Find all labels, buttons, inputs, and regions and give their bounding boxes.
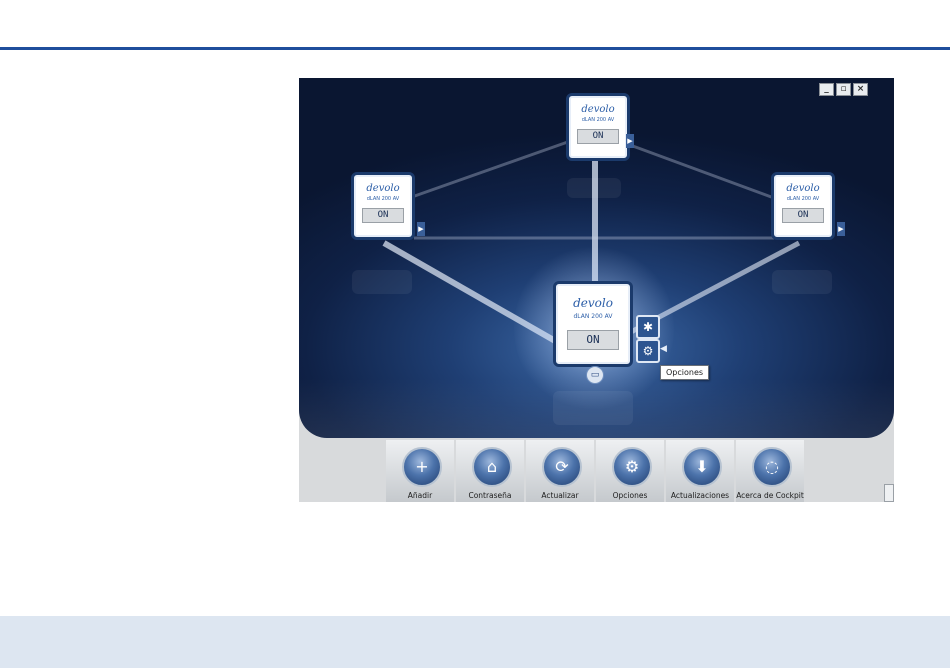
options-button[interactable]: ⚙ Opciones bbox=[596, 440, 664, 502]
refresh-button[interactable]: ⟳ Actualizar bbox=[526, 440, 594, 502]
device-center-selected[interactable]: devolo dLAN 200 AV ON bbox=[553, 281, 633, 367]
reflection-left bbox=[352, 270, 412, 294]
password-label: Contraseña bbox=[456, 491, 524, 500]
expand-arrow-icon[interactable]: ▶ bbox=[417, 222, 425, 236]
refresh-label: Actualizar bbox=[526, 491, 594, 500]
header-rule bbox=[0, 47, 950, 50]
download-arrow-icon: ⬇ bbox=[682, 447, 722, 487]
device-top[interactable]: devolo dLAN 200 AV ON bbox=[566, 93, 630, 161]
updates-label: Actualizaciones bbox=[666, 491, 734, 500]
devolo-logo: devolo bbox=[569, 104, 627, 115]
device-status: ON bbox=[362, 208, 404, 223]
updates-button[interactable]: ⬇ Actualizaciones bbox=[666, 440, 734, 502]
reflection-center bbox=[553, 391, 633, 425]
pointer-arrow-icon: ◀ bbox=[660, 344, 667, 354]
add-button[interactable]: + Añadir bbox=[386, 440, 454, 502]
device-model: dLAN 200 AV bbox=[774, 196, 832, 202]
laptop-icon[interactable]: ▭ bbox=[586, 366, 604, 384]
cockpit-window: _ ▫ × devolo dLAN 200 AV ON ▶ devolo dLA… bbox=[299, 78, 894, 502]
about-label: Acerca de Cockpit bbox=[736, 491, 804, 500]
bottom-toolbar: + Añadir ⌂ Contraseña ⟳ Actualizar ⚙ Opc… bbox=[386, 440, 806, 502]
reflection-right bbox=[772, 270, 832, 294]
speech-bubble-icon: ◌ bbox=[752, 447, 792, 487]
device-model: dLAN 200 AV bbox=[556, 313, 630, 320]
device-status: ON bbox=[782, 208, 824, 223]
device-model: dLAN 200 AV bbox=[569, 117, 627, 123]
expand-arrow-icon[interactable]: ▶ bbox=[626, 134, 634, 148]
options-gear-icon[interactable]: ⚙ bbox=[636, 339, 660, 363]
refresh-icon: ⟳ bbox=[542, 447, 582, 487]
devolo-logo: devolo bbox=[354, 183, 412, 194]
footer-band bbox=[0, 616, 950, 668]
device-right[interactable]: devolo dLAN 200 AV ON bbox=[771, 172, 835, 240]
device-status: ON bbox=[577, 129, 619, 144]
expand-arrow-icon[interactable]: ▶ bbox=[837, 222, 845, 236]
device-model: dLAN 200 AV bbox=[354, 196, 412, 202]
add-device-icon: + bbox=[402, 447, 442, 487]
reflection-top bbox=[567, 178, 621, 198]
resize-handle[interactable] bbox=[884, 484, 894, 502]
network-stage: _ ▫ × devolo dLAN 200 AV ON ▶ devolo dLA… bbox=[299, 78, 894, 438]
device-status: ON bbox=[567, 330, 619, 350]
about-cockpit-button[interactable]: ◌ Acerca de Cockpit bbox=[736, 440, 804, 502]
options-tooltip: Opciones bbox=[660, 365, 709, 380]
password-button[interactable]: ⌂ Contraseña bbox=[456, 440, 524, 502]
tools-icon[interactable]: ✱ bbox=[636, 315, 660, 339]
add-label: Añadir bbox=[386, 491, 454, 500]
link-top-right bbox=[611, 138, 774, 198]
devolo-logo: devolo bbox=[556, 296, 630, 310]
lock-icon: ⌂ bbox=[472, 447, 512, 487]
options-label: Opciones bbox=[596, 491, 664, 500]
device-left[interactable]: devolo dLAN 200 AV ON bbox=[351, 172, 415, 240]
devolo-logo: devolo bbox=[774, 183, 832, 194]
link-top-left bbox=[409, 138, 579, 198]
gears-icon: ⚙ bbox=[612, 447, 652, 487]
